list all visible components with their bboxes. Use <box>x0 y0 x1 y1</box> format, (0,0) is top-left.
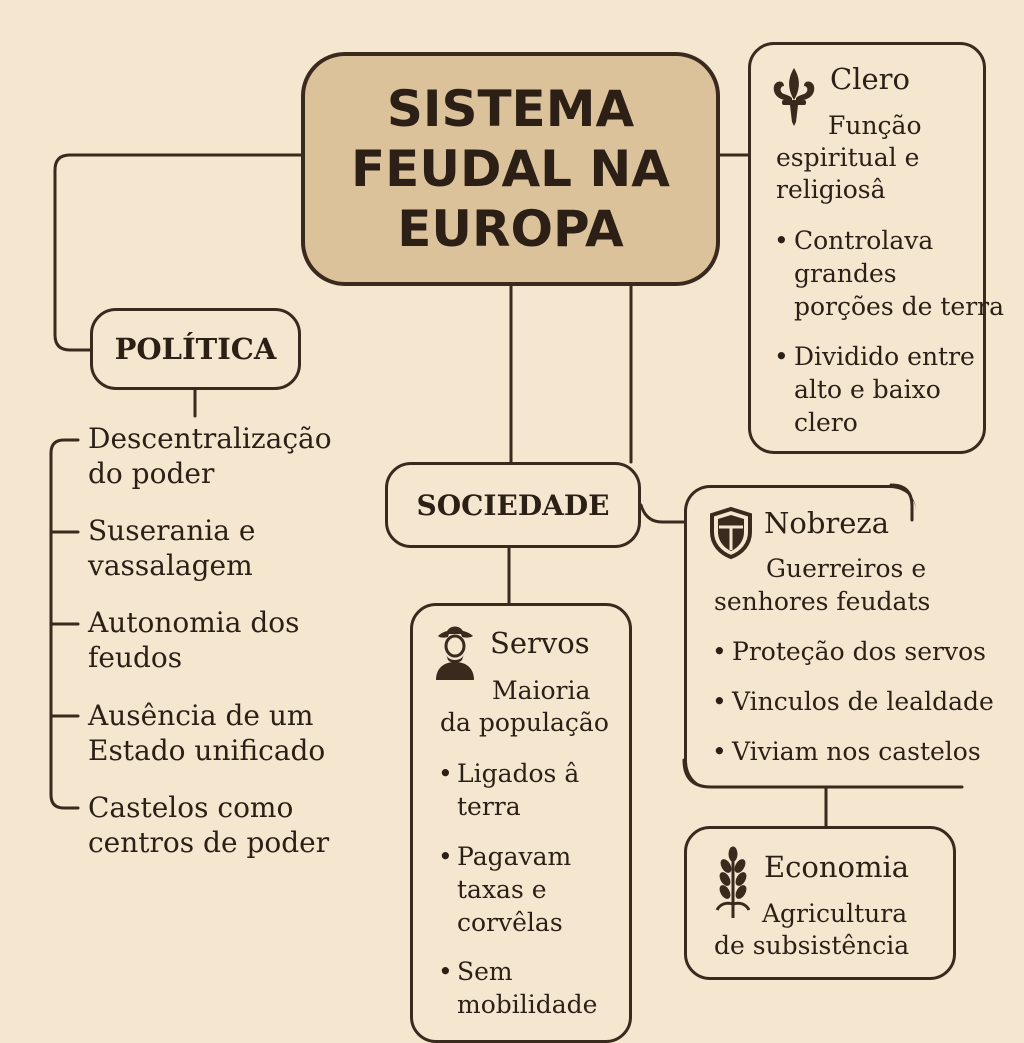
title-text: SISTEMA FEUDAL NA EUROPA <box>351 80 670 258</box>
shield-icon <box>710 506 752 560</box>
servos-bullet-2-line3: corvêlas <box>457 908 563 937</box>
nobreza-heading: Nobreza <box>764 506 889 540</box>
sociedade-box: SOCIEDADE <box>385 462 641 548</box>
clero-bullet-2-line2: alto e baixo <box>794 375 941 404</box>
politica-label: POLÍTICA <box>114 332 277 366</box>
servos-heading: Servos <box>490 626 590 660</box>
servos-bullet-3-line1: Sem <box>457 957 513 986</box>
clero-heading: Clero <box>830 62 910 96</box>
clero-bullet-2-line1: Dividido entre <box>794 342 975 371</box>
politica-item-5-line2: centros de poder <box>88 826 330 859</box>
clero-bullet-2-dot: • <box>774 342 789 371</box>
clero-bullet-1-line1: Controlava <box>794 226 934 255</box>
politica-item-5: Castelos como centros de poder <box>88 790 329 860</box>
servos-bullet-1-line1: Ligados â <box>457 759 580 788</box>
politica-item-4: Ausência de um Estado unificado <box>88 698 325 768</box>
clero-bullet-2-line3: clero <box>794 408 858 437</box>
politica-item-5-line1: Castelos como <box>88 791 294 824</box>
servos-bullet-2-line2: taxas e <box>457 875 547 904</box>
nobreza-desc-line2: senhores feudats <box>714 587 931 616</box>
fleur-de-lis-icon <box>773 68 815 126</box>
servos-bullet-2-dot: • <box>438 842 453 871</box>
diagram-title: SISTEMA FEUDAL NA EUROPA <box>346 79 676 259</box>
servos-bullet-2-line1: Pagavam <box>457 842 572 871</box>
servos-desc-line2: da população <box>440 708 609 737</box>
servos-bullet-3-dot: • <box>438 957 453 986</box>
clero-desc-line1: Função <box>828 111 922 140</box>
wheat-icon <box>715 846 751 918</box>
servos-desc-line1: Maioria <box>492 676 591 705</box>
economia-heading: Economia <box>764 850 910 884</box>
politica-item-3: Autonomia dos feudos <box>88 605 300 675</box>
clero-desc-line3: religiosâ <box>776 175 886 204</box>
nobreza-bullet-1-dot: • <box>712 637 727 666</box>
politica-item-1: Descentralização do poder <box>88 421 332 491</box>
politica-item-3-line2: feudos <box>88 641 183 674</box>
economia-desc-line2: de subsistência <box>714 931 910 960</box>
clero-bullet-1: Controlava grandes porções de terra <box>794 224 1004 323</box>
nobreza-bullet-3: Viviam nos castelos <box>732 737 981 766</box>
peasant-icon <box>436 626 474 680</box>
clero-bullet-1-dot: • <box>774 226 789 255</box>
nobreza-bullet-1: Proteção dos servos <box>732 637 986 666</box>
clero-desc-line2: espiritual e <box>776 143 920 172</box>
economia-desc-line1: Agricultura <box>762 899 908 928</box>
politica-item-2-line2: vassalagem <box>88 549 253 582</box>
title-box: SISTEMA FEUDAL NA EUROPA <box>301 52 720 286</box>
nobreza-box <box>684 485 916 787</box>
nobreza-bullet-2-dot: • <box>712 687 727 716</box>
clero-bullet-1-line3: porções de terra <box>794 292 1005 321</box>
politica-item-4-line2: Estado unificado <box>88 734 326 767</box>
politica-item-2: Suserania e vassalagem <box>88 513 255 583</box>
politica-box: POLÍTICA <box>90 308 301 390</box>
politica-item-1-line1: Descentralização <box>88 422 332 455</box>
nobreza-desc-line1: Guerreiros e <box>766 554 927 583</box>
servos-bullet-1: Ligados â terra <box>457 757 579 823</box>
clero-bullet-2: Dividido entre alto e baixo clero <box>794 340 975 439</box>
politica-item-2-line1: Suserania e <box>88 514 256 547</box>
politica-item-3-line1: Autonomia dos <box>88 606 300 639</box>
servos-bullet-3: Sem mobilidade <box>457 955 597 1021</box>
economia-box <box>684 826 956 980</box>
politica-item-1-line2: do poder <box>88 457 215 490</box>
servos-bullet-1-dot: • <box>438 759 453 788</box>
servos-bullet-1-line2: terra <box>457 792 521 821</box>
clero-bullet-1-line2: grandes <box>794 259 897 288</box>
nobreza-bullet-3-dot: • <box>712 737 727 766</box>
politica-item-4-line1: Ausência de um <box>88 699 314 732</box>
sociedade-label: SOCIEDADE <box>416 488 610 522</box>
servos-bullet-3-line2: mobilidade <box>457 990 598 1019</box>
clero-box <box>748 42 986 454</box>
nobreza-bullet-2: Vinculos de lealdade <box>732 687 994 716</box>
servos-bullet-2: Pagavam taxas e corvêlas <box>457 840 571 939</box>
